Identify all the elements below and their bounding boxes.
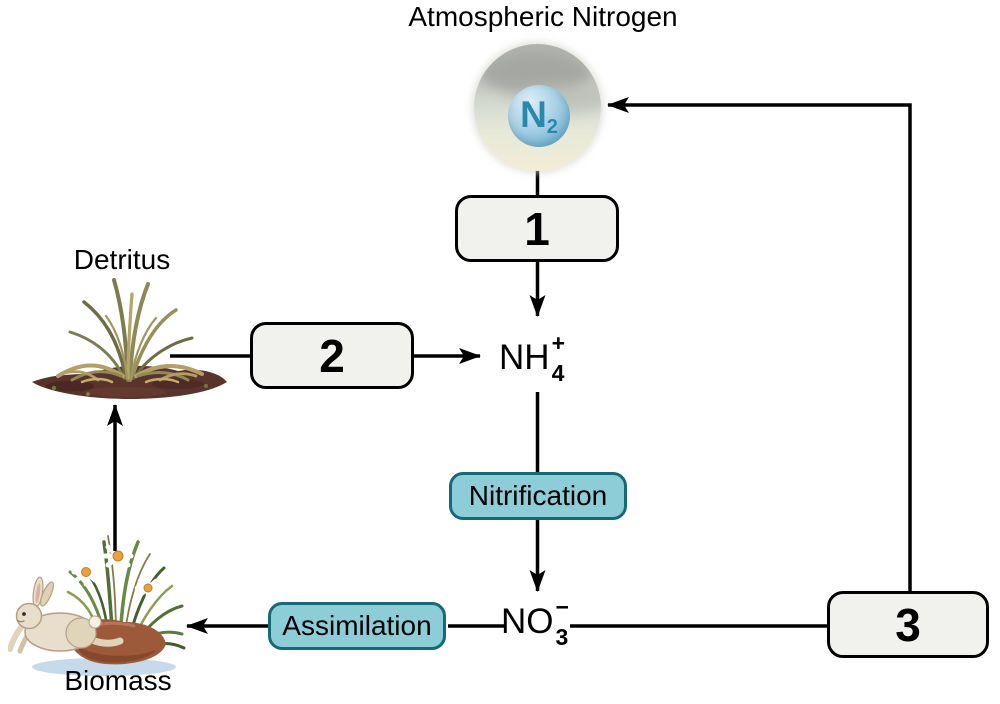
detritus-illustration	[32, 278, 227, 399]
n2-molecule-label: N2	[520, 93, 558, 138]
detritus-label: Detritus	[73, 244, 171, 275]
ammonium-label: NH + 4	[499, 331, 565, 385]
diagram-title: Atmospheric Nitrogen	[408, 1, 678, 32]
assimilation-label: Assimilation	[282, 610, 432, 641]
numbered-box-3-label: 3	[895, 598, 921, 651]
biomass-label: Biomass	[64, 665, 172, 696]
nitrification-box: Nitrification	[449, 472, 627, 520]
numbered-box-1: 1	[455, 195, 619, 262]
n2-molecule-sphere: N2	[508, 85, 570, 147]
numbered-box-1-label: 1	[524, 202, 550, 255]
biomass-daisies	[71, 540, 162, 602]
ammonium-base: NH	[499, 338, 550, 377]
ammonium-sub-sup: + 4	[551, 330, 565, 386]
biomass-rabbit	[8, 576, 124, 654]
nitrate-base: NO	[501, 602, 554, 641]
nitrate-sub-sup: − 3	[555, 594, 569, 650]
nitrification-label: Nitrification	[468, 480, 608, 511]
biomass-illustration	[8, 535, 186, 676]
numbered-box-2: 2	[250, 322, 414, 389]
assimilation-box: Assimilation	[268, 602, 446, 650]
atmosphere-globe-icon: N2	[474, 44, 601, 171]
detritus-dried-plant	[56, 278, 204, 384]
numbered-box-3: 3	[827, 591, 989, 658]
arrow-box3-to-globe	[607, 97, 912, 591]
numbered-box-2-label: 2	[319, 329, 345, 382]
nitrate-label: NO − 3	[501, 595, 569, 649]
biomass-water	[32, 658, 176, 676]
